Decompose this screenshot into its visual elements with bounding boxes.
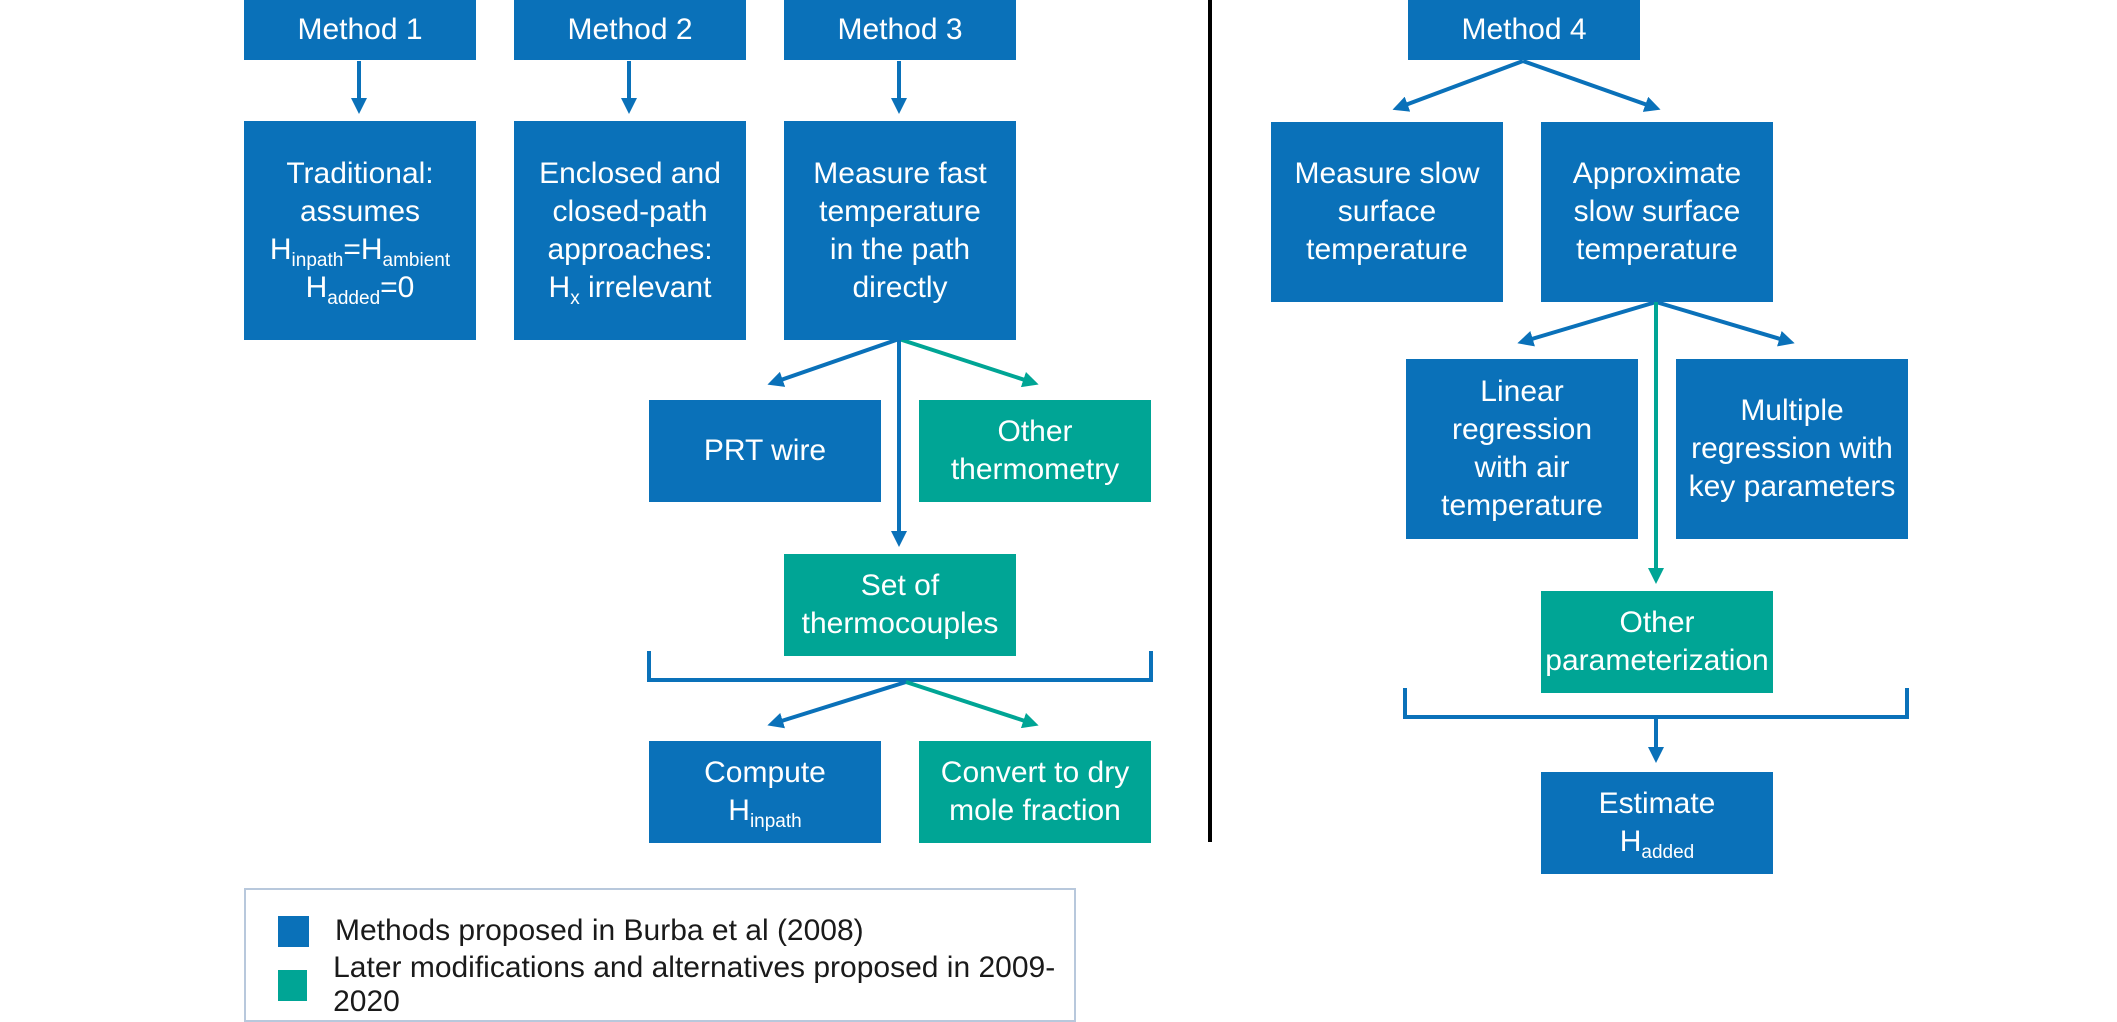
convert-box: Convert to dry mole fraction [919, 741, 1151, 843]
compute-box: Compute Hinpath [649, 741, 881, 843]
arrow-to-compute [767, 680, 907, 729]
compute-text: Compute Hinpath [704, 754, 826, 832]
method-1-label: Method 1 [297, 13, 423, 46]
traditional-box: Traditional: assumes Hinpath=Hambient Ha… [244, 121, 476, 340]
method-4-box: Method 4 [1408, 0, 1640, 60]
arrow-to-convert [905, 680, 1039, 729]
legend-item-burba: Methods proposed in Burba et al (2008) [278, 913, 864, 949]
arrow-to-approximate [1522, 59, 1661, 112]
arrow-to-other-thermo [898, 337, 1039, 388]
arrow-to-multiple [1655, 300, 1795, 347]
estimate-text: Estimate Hadded [1598, 785, 1716, 863]
bracket-right [1403, 688, 1909, 719]
method-4-label: Method 4 [1461, 13, 1587, 46]
legend: Methods proposed in Burba et al (2008) L… [244, 888, 1076, 1022]
other-parameterization-box: Other parameterization [1541, 591, 1773, 693]
enclosed-box: Enclosed and closed-path approaches: Hx … [514, 121, 746, 340]
traditional-equation-1: Hinpath=Hambient [269, 232, 451, 271]
bracket-left [647, 651, 1153, 682]
traditional-text: Traditional: assumes Hinpath=Hambient Ha… [269, 155, 451, 309]
method-3-box: Method 3 [784, 0, 1016, 60]
approximate-slow-box: Approximate slow surface temperature [1541, 122, 1773, 302]
traditional-equation-2: Hadded=0 [305, 270, 415, 309]
thermocouples-box: Set of thermocouples [784, 554, 1016, 656]
prt-wire-box: PRT wire [649, 400, 881, 502]
enclosed-hx: Hx irrelevant [548, 270, 712, 309]
compute-line-1: Compute [704, 756, 826, 789]
estimate-line-2: Hadded [1619, 825, 1695, 863]
measure-slow-box: Measure slow surface temperature [1271, 122, 1503, 302]
enclosed-text: Enclosed and closed-path approaches: Hx … [539, 155, 721, 309]
estimate-line-1: Estimate [1598, 787, 1716, 820]
enclosed-lines: Enclosed and closed-path approaches: [539, 156, 721, 266]
estimate-box: Estimate Hadded [1541, 772, 1773, 874]
traditional-line-2: assumes [299, 194, 421, 228]
legend-label-burba: Methods proposed in Burba et al (2008) [335, 914, 864, 947]
method-2-label: Method 2 [567, 13, 693, 46]
linear-regression-box: Linear regression with air temperature [1406, 359, 1638, 539]
method-3-label: Method 3 [837, 13, 963, 46]
legend-swatch-teal [278, 969, 308, 1001]
compute-line-2: Hinpath [728, 794, 802, 832]
arrow-to-linear [1517, 300, 1657, 347]
legend-swatch-blue [278, 915, 309, 947]
arrow-to-measure-slow [1392, 59, 1524, 112]
arrow-to-prt [767, 337, 900, 387]
other-thermometry-box: Other thermometry [919, 400, 1151, 502]
traditional-line-1: Traditional: [286, 156, 434, 190]
legend-label-later: Later modifications and alternatives pro… [333, 951, 1056, 1018]
multiple-regression-box: Multiple regression with key parameters [1676, 359, 1908, 539]
legend-item-later: Later modifications and alternatives pro… [278, 951, 1074, 1018]
measure-fast-box: Measure fast temperature in the path dir… [784, 121, 1016, 340]
method-1-box: Method 1 [244, 0, 476, 60]
method-2-box: Method 2 [514, 0, 746, 60]
